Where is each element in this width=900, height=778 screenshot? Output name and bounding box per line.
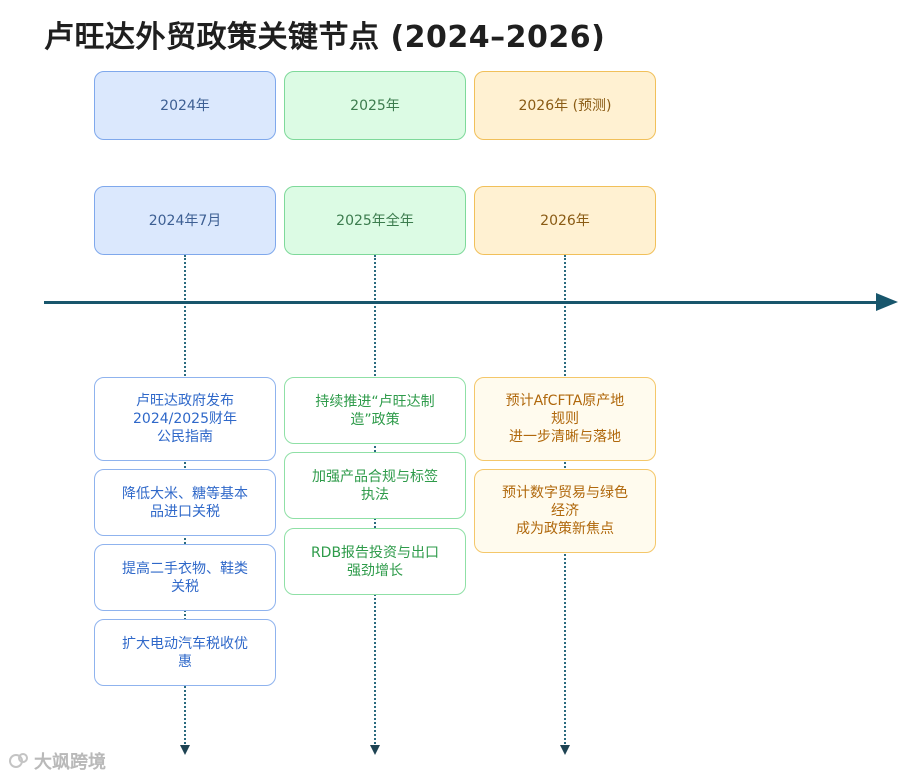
- policy-item: 持续推进“卢旺达制 造”政策: [284, 377, 466, 444]
- down-arrow-icon: [560, 745, 570, 755]
- policy-item: RDB报告投资与出口 强劲增长: [284, 528, 466, 595]
- policy-item: 扩大电动汽车税收优 惠: [94, 619, 276, 686]
- year-box-2026: 2026年 (预测): [474, 71, 656, 140]
- year-label: 2025年: [350, 97, 400, 114]
- policy-item-text: 提高二手衣物、鞋类 关税: [122, 560, 248, 595]
- page-title: 卢旺达外贸政策关键节点 (2024–2026): [44, 20, 606, 55]
- watermark-text: 大飒跨境: [34, 752, 106, 773]
- policy-item: 降低大米、糖等基本 品进口关税: [94, 469, 276, 536]
- policy-item: 预计AfCFTA原产地 规则 进一步清晰与落地: [474, 377, 656, 461]
- year-box-2025: 2025年: [284, 71, 466, 140]
- watermark-logo-icon: [9, 753, 28, 768]
- policy-item-text: 扩大电动汽车税收优 惠: [122, 635, 248, 670]
- policy-item: 加强产品合规与标签 执法: [284, 452, 466, 519]
- policy-item-text: 预计数字贸易与绿色 经济 成为政策新焦点: [502, 485, 628, 537]
- period-label: 2025年全年: [336, 212, 414, 229]
- period-box-2024: 2024年7月: [94, 186, 276, 255]
- period-box-2025: 2025年全年: [284, 186, 466, 255]
- policy-item-text: 预计AfCFTA原产地 规则 进一步清晰与落地: [505, 393, 625, 445]
- policy-item: 预计数字贸易与绿色 经济 成为政策新焦点: [474, 469, 656, 553]
- timeline-axis: [44, 301, 880, 304]
- watermark: 大飒跨境: [8, 748, 106, 774]
- down-arrow-icon: [370, 745, 380, 755]
- policy-item-text: 降低大米、糖等基本 品进口关税: [122, 485, 248, 520]
- policy-item-text: RDB报告投资与出口 强劲增长: [310, 544, 440, 579]
- period-label: 2024年7月: [148, 212, 222, 229]
- policy-item: 卢旺达政府发布 2024/2025财年 公民指南: [94, 377, 276, 461]
- year-box-2024: 2024年: [94, 71, 276, 140]
- policy-item-text: 卢旺达政府发布 2024/2025财年 公民指南: [133, 393, 237, 445]
- down-arrow-icon: [180, 745, 190, 755]
- period-label: 2026年: [540, 212, 590, 229]
- policy-item: 提高二手衣物、鞋类 关税: [94, 544, 276, 611]
- timeline-arrow-icon: [876, 293, 898, 311]
- policy-item-text: 加强产品合规与标签 执法: [312, 468, 438, 503]
- policy-item-text: 持续推进“卢旺达制 造”政策: [315, 393, 435, 428]
- period-box-2026: 2026年: [474, 186, 656, 255]
- year-label: 2026年 (预测): [518, 97, 612, 114]
- year-label: 2024年: [160, 97, 210, 114]
